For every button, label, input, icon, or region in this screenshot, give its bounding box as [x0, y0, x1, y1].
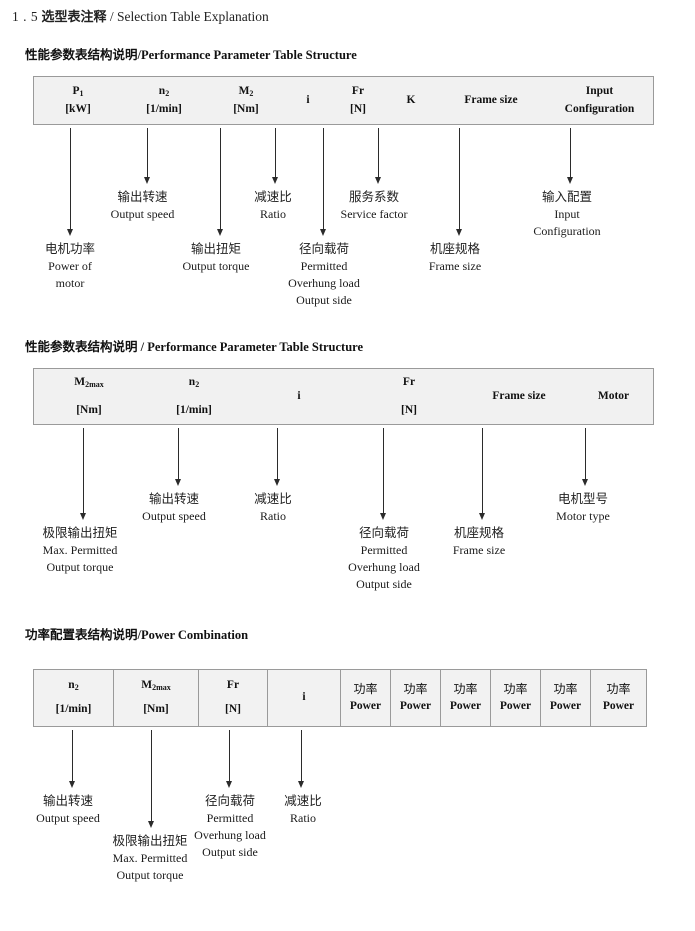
subheading-performance-1: 性能参数表结构说明/Performance Parameter Table St… [25, 44, 357, 63]
table3-col-power-5: 功率 Power [541, 670, 591, 726]
note-ratio-2: 减速比 Ratio [254, 491, 292, 523]
table1-col-i: i [306, 93, 310, 106]
subheading-2-en: Performance Parameter Table Structure [147, 340, 364, 354]
table1-col-fr-unit: [N] [350, 102, 366, 115]
arrow-to-output-speed-3 [67, 730, 78, 788]
table1-col-fr: Fr [N] [330, 77, 386, 124]
note-max-permitted-output-torque-3: 极限输出扭矩 Max. Permitted Output torque [112, 833, 188, 882]
arrow-to-ratio-2 [272, 428, 283, 486]
subheading-1-cn: 性能参数表结构说明 [25, 47, 138, 62]
note-output-speed-3: 输出转速 Output speed [36, 793, 100, 825]
table1-col-frame-size: Frame size [464, 93, 518, 106]
table3-col-power-1: 功率 Power [341, 670, 391, 726]
note-ratio: 减速比 Ratio [254, 189, 292, 221]
table1-col-m2-unit: [Nm] [233, 102, 259, 115]
table3-col-m2max: M2max [Nm] [114, 670, 199, 726]
table3-col-power-2: 功率 Power [391, 670, 441, 726]
arrow-to-max-permitted-output-torque-3 [146, 730, 157, 828]
arrow-to-ratio [270, 128, 281, 184]
note-motor-type: 电机型号 Motor type [556, 491, 610, 523]
table3-col-n2: n2 [1/min] [34, 670, 114, 726]
arrow-to-input-configuration [565, 128, 576, 184]
note-output-torque: 输出扭矩 Output torque [182, 241, 250, 273]
table2-col-motor: Motor [597, 389, 630, 402]
subheading-2-separator: / [140, 340, 145, 354]
note-input-configuration: 输入配置 Input Configuration [533, 189, 601, 238]
table2-col-frame-size: Frame size [492, 389, 546, 402]
table3-col-m2max-unit: [Nm] [143, 703, 169, 715]
table3-col-fr-unit: [N] [225, 703, 241, 715]
power-combination-table: n2 [1/min] M2max [Nm] Fr [N] i 功率 Power … [33, 669, 647, 727]
section-title-separator: / [109, 9, 114, 24]
table2-col-i: i [297, 389, 301, 402]
page-title: 1 . 5 选型表注释 / Selection Table Explanatio… [12, 6, 269, 25]
arrow-to-frame-size [454, 128, 465, 236]
note-max-permitted-output-torque: 极限输出扭矩 Max. Permitted Output torque [42, 525, 118, 574]
arrow-to-output-speed [142, 128, 153, 184]
note-permitted-overhung-load-2: 径向载荷 Permitted Overhung load Output side [348, 525, 420, 591]
note-ratio-3: 减速比 Ratio [284, 793, 322, 825]
subheading-1-separator: / [137, 48, 141, 62]
performance-table-2: M2max [Nm] n2 [1/min] i Fr [N] Frame siz… [33, 368, 654, 425]
table3-col-fr: Fr [N] [199, 670, 268, 726]
note-frame-size-2: 机座规格 Frame size [452, 525, 506, 557]
table1-col-p1: P1 [kW] [34, 77, 122, 124]
arrow-to-ratio-3 [296, 730, 307, 788]
arrow-to-permitted-overhung-load-2 [378, 428, 389, 520]
section-number: 1 . 5 [12, 9, 39, 24]
table1-col-n2: n2 [1/min] [122, 77, 206, 124]
subheading-3-en: Power Combination [141, 628, 249, 642]
arrow-to-motor-type [580, 428, 591, 486]
note-output-speed: 输出转速 Output speed [110, 189, 175, 221]
arrow-to-service-factor [373, 128, 384, 184]
table1-col-n2-unit: [1/min] [146, 102, 182, 115]
note-frame-size: 机座规格 Frame size [428, 241, 482, 273]
table2-col-n2: n2 [1/min] [144, 369, 244, 424]
subheading-3-cn: 功率配置表结构说明 [25, 627, 138, 642]
note-permitted-overhung-load: 径向载荷 Permitted Overhung load Output side [288, 241, 360, 307]
subheading-performance-2: 性能参数表结构说明 / Performance Parameter Table … [25, 336, 363, 355]
arrow-to-permitted-overhung-load-3 [224, 730, 235, 788]
note-output-speed-2: 输出转速 Output speed [142, 491, 206, 523]
table1-col-k: K [406, 93, 416, 106]
table3-col-n2-unit: [1/min] [55, 703, 92, 715]
subheading-2-cn: 性能参数表结构说明 [25, 339, 138, 354]
table3-col-power-4: 功率 Power [491, 670, 541, 726]
arrow-to-output-torque [215, 128, 226, 236]
table2-col-fr-unit: [N] [401, 403, 417, 416]
table1-col-input-configuration-l2: Configuration [564, 102, 635, 115]
performance-table-1: P1 [kW] n2 [1/min] M2 [Nm] i Fr [N] K Fr… [33, 76, 654, 125]
table1-col-m2: M2 [Nm] [206, 77, 286, 124]
section-title-en: Selection Table Explanation [117, 9, 269, 24]
table2-col-m2max: M2max [Nm] [34, 369, 144, 424]
subheading-1-en: Performance Parameter Table Structure [141, 48, 357, 62]
table3-col-power-3: 功率 Power [441, 670, 491, 726]
arrow-to-max-permitted-output-torque [78, 428, 89, 520]
arrow-to-output-speed-2 [173, 428, 184, 486]
arrow-to-power-of-motor [65, 128, 76, 236]
table2-col-fr: Fr [N] [354, 369, 464, 424]
table3-col-power-6: 功率 Power [602, 681, 635, 713]
arrow-to-frame-size-2 [477, 428, 488, 520]
table2-col-n2-unit: [1/min] [176, 403, 212, 416]
note-power-of-motor: 电机功率 Power of motor [44, 241, 95, 290]
table1-col-input-configuration: Input Configuration [546, 77, 653, 124]
table2-col-m2max-unit: [Nm] [76, 403, 102, 416]
subheading-3-separator: / [137, 628, 141, 642]
table3-col-i: i [268, 670, 341, 726]
note-permitted-overhung-load-3: 径向载荷 Permitted Overhung load Output side [194, 793, 266, 859]
note-service-factor: 服务系数 Service factor [340, 189, 408, 221]
subheading-power-combination: 功率配置表结构说明/Power Combination [25, 624, 248, 643]
table1-col-p1-unit: [kW] [65, 102, 91, 115]
section-title-cn: 选型表注释 [41, 10, 107, 25]
